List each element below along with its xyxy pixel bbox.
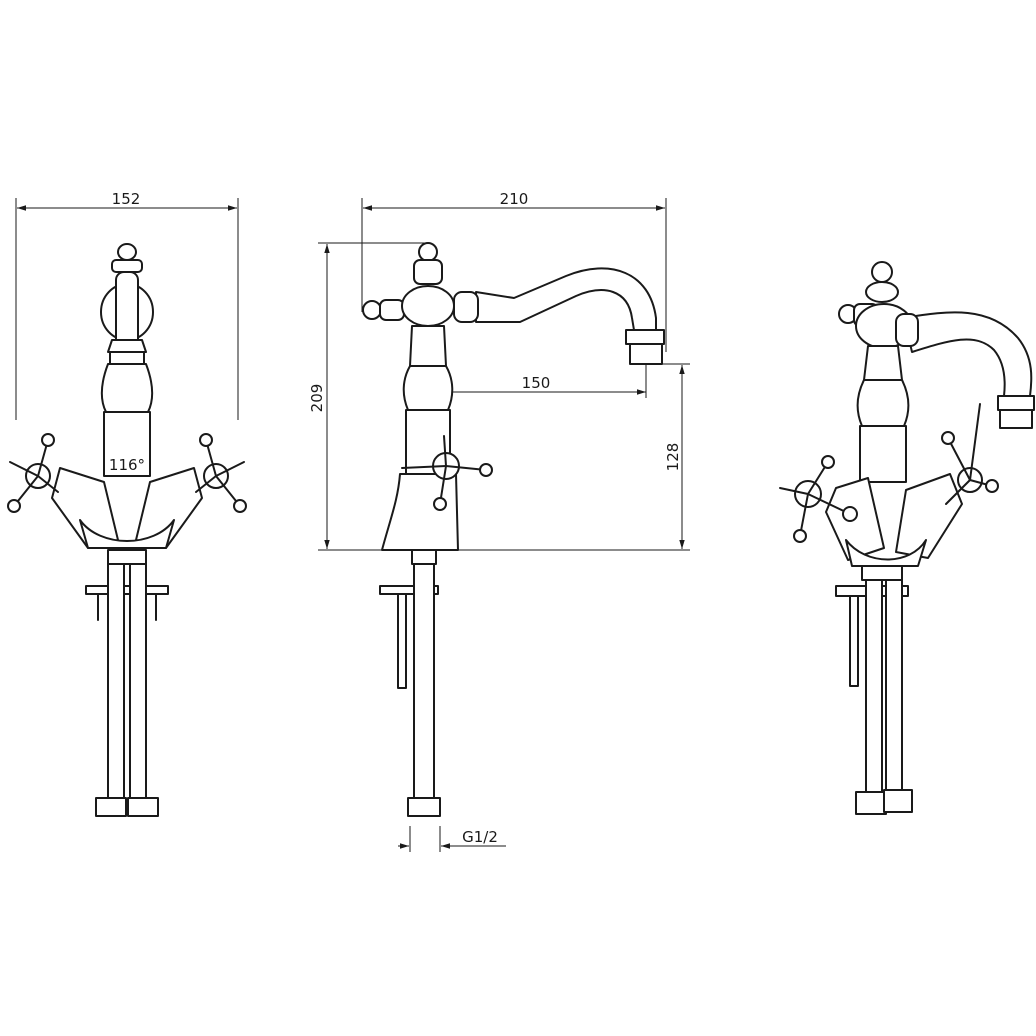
side-finial-collar — [413, 259, 443, 285]
front-hose-nut-right — [127, 797, 159, 817]
front-hose-left — [107, 563, 125, 801]
side-reach-label: 150 — [522, 374, 551, 392]
front-width-label: 152 — [112, 190, 141, 208]
perspective-spout-collar — [895, 313, 919, 347]
side-base — [381, 473, 459, 551]
side-finial — [418, 242, 438, 262]
side-mounting-nut — [411, 549, 437, 565]
perspective-right-valve-body — [895, 473, 963, 559]
side-hose — [413, 563, 435, 801]
thread-label: G1/2 — [462, 828, 498, 846]
side-spout-collar — [453, 291, 479, 323]
front-mounting-washer — [85, 585, 169, 595]
side-mounting-washer — [379, 585, 439, 595]
side-handle-tip-right — [479, 463, 493, 477]
perspective-finial — [871, 261, 893, 283]
side-handle-tip-bottom — [433, 497, 447, 511]
perspective-column-bulb — [856, 379, 910, 427]
perspective-view — [779, 261, 1035, 815]
perspective-spout — [903, 311, 1033, 397]
perspective-hose-nut-left — [855, 791, 887, 815]
perspective-mounting-nut — [861, 565, 903, 581]
perspective-hose-right — [885, 579, 903, 793]
front-mounting-nut — [107, 549, 147, 565]
side-column-bulb — [402, 365, 454, 411]
perspective-aerator-ring — [997, 395, 1035, 411]
front-column-ring — [109, 351, 145, 365]
perspective-hose-left — [865, 579, 883, 793]
side-handle-arm-left — [401, 465, 447, 469]
front-hose-right — [129, 563, 147, 801]
side-aerator — [629, 343, 663, 365]
side-length-label: 210 — [500, 190, 529, 208]
side-height-label: 209 — [308, 384, 326, 413]
perspective-column-body — [859, 425, 907, 483]
perspective-column-neck — [863, 345, 903, 381]
perspective-hose-nut-right — [883, 789, 913, 813]
front-angle-label: 116° — [109, 456, 145, 474]
side-hose-nut — [407, 797, 441, 817]
front-left-cross-handle — [7, 433, 59, 513]
front-right-cross-handle — [195, 433, 247, 513]
front-column-bulb — [100, 363, 154, 413]
side-view: 210 209 150 128 — [308, 190, 690, 852]
front-base — [79, 519, 175, 549]
side-stud — [397, 593, 407, 689]
front-finial — [117, 243, 137, 261]
front-column-cap — [107, 339, 147, 353]
perspective-right-cross-handle — [941, 403, 999, 505]
side-lever-neck — [379, 299, 405, 321]
side-handle-arm-top — [443, 435, 447, 467]
front-hose-nut-left — [95, 797, 127, 817]
front-view: 152 116° — [7, 190, 247, 817]
front-finial-collar — [111, 259, 143, 273]
side-spout — [475, 267, 657, 331]
side-spout-height-label: 128 — [664, 443, 682, 472]
perspective-base — [845, 539, 927, 567]
perspective-stud — [849, 595, 859, 687]
side-column-neck — [409, 325, 447, 367]
side-aerator-ring — [625, 329, 665, 345]
side-lever-knob — [362, 300, 382, 320]
perspective-finial-collar — [865, 281, 899, 303]
front-column-body — [103, 411, 151, 477]
perspective-aerator — [999, 409, 1033, 429]
perspective-left-cross-handle — [779, 455, 858, 543]
side-head — [401, 285, 455, 327]
